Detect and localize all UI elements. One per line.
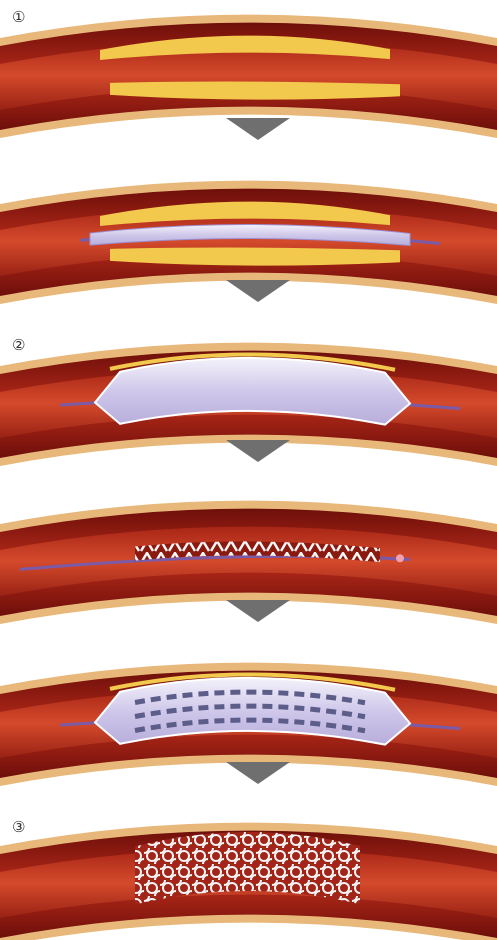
down-arrow-icon (226, 440, 290, 462)
catheter-tip (396, 554, 404, 562)
down-arrow-icon (226, 600, 290, 622)
down-arrow-icon (226, 280, 290, 302)
step-label-3: ③ (12, 818, 25, 836)
step-label-1: ① (12, 8, 25, 26)
down-arrow-icon (226, 762, 290, 784)
down-arrow-icon (226, 118, 290, 140)
panel-stent-deployed (0, 823, 497, 940)
plaque-bottom (110, 248, 400, 266)
plaque-bottom (110, 82, 400, 100)
step-label-2: ② (12, 336, 25, 354)
